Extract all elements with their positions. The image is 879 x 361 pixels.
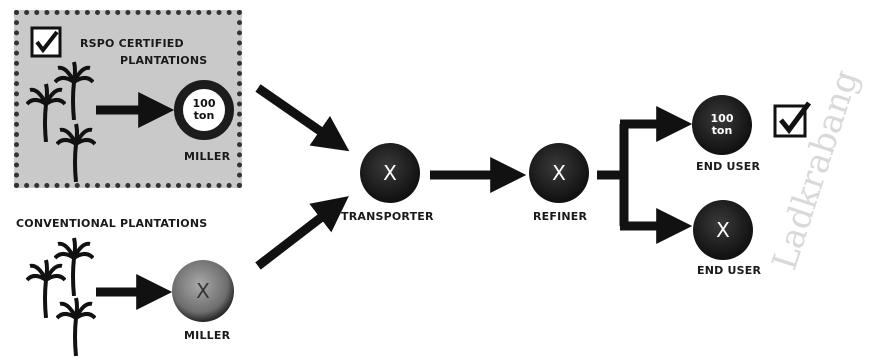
arrow-refiner-branch xyxy=(597,124,624,226)
arrow-conventional-miller-to-transporter xyxy=(258,206,336,266)
arrow-certified-miller-to-transporter xyxy=(258,88,336,142)
